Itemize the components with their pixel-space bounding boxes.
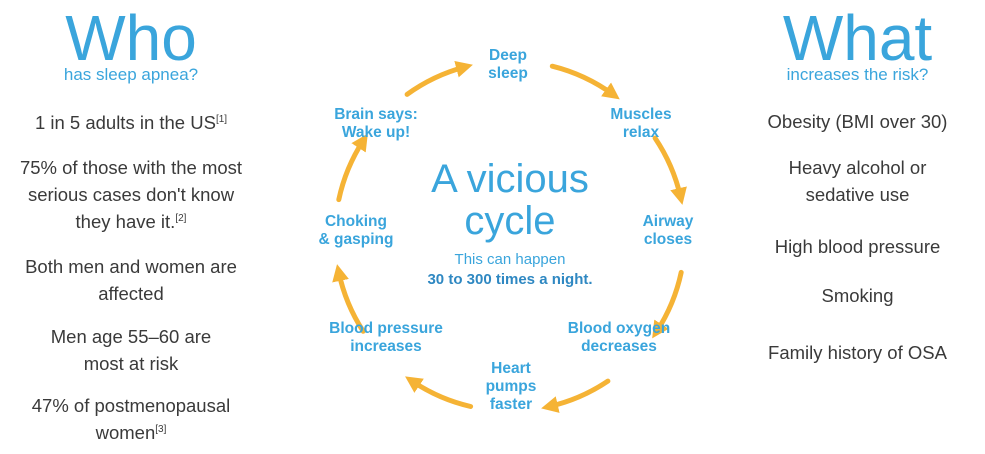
who-fact: Both men and women are affected [22, 253, 240, 307]
footnote-ref: [2] [175, 212, 187, 224]
step-airway-closes: Airway closes [642, 213, 694, 248]
risk-factor: Obesity (BMI over 30) [767, 111, 948, 132]
risk-factor: Smoking [821, 285, 894, 306]
cycle-note: This can happen [454, 251, 566, 268]
cycle-title: A vicious cycle [431, 157, 589, 243]
who-fact-text: 1 in 5 adults in the US [34, 112, 216, 133]
who-subtitle: has sleep apnea? [63, 65, 199, 84]
footnote-ref: [3] [155, 423, 167, 435]
cycle-arrow [336, 133, 368, 203]
cycle-arrows [332, 60, 687, 413]
step-blood-oxygen-decreases: Blood oxygen decreases [567, 320, 671, 355]
step-heart-pumps-faster: Heart pumps faster [485, 360, 537, 413]
risk-factor: Family history of OSA [768, 342, 947, 363]
cycle-arrow [541, 378, 611, 413]
vicious-cycle-diagram: Deep sleep Muscles relax Airway closes B… [290, 36, 730, 454]
cycle-frequency: 30 to 300 times a night. [427, 271, 593, 288]
who-fact: Men age 55–60 are most at risk [30, 323, 232, 377]
cycle-arrow [652, 135, 687, 205]
what-title: What [782, 2, 933, 74]
who-title: Who [65, 2, 197, 74]
who-fact: 47% of postmenopausal women[3] [14, 392, 248, 446]
cycle-arrow [332, 264, 366, 334]
who-fact: 75% of those with the most serious cases… [12, 154, 250, 235]
cycle-arrow [404, 60, 473, 97]
risk-factor: Heavy alcohol or sedative use [788, 157, 927, 205]
who-fact-text: Both men and women are affected [25, 256, 237, 304]
step-deep-sleep: Deep sleep [488, 47, 528, 82]
footnote-ref: [1] [215, 113, 228, 125]
cycle-arrow [405, 376, 474, 409]
step-choking-gasping: Choking & gasping [318, 213, 394, 248]
who-fact-text: 75% of those with the most serious cases… [19, 157, 243, 232]
who-fact-text: Men age 55–60 are most at risk [50, 326, 212, 374]
step-muscles-relax: Muscles relax [610, 106, 672, 141]
what-subtitle: increases the risk? [786, 65, 929, 84]
risk-factor: High blood pressure [774, 236, 941, 257]
who-fact: 1 in 5 adults in the US[1] [0, 109, 262, 136]
step-blood-pressure-increases: Blood pressure increases [329, 320, 443, 355]
cycle-arrow [549, 63, 620, 100]
step-brain-wake-up: Brain says: Wake up! [334, 106, 418, 141]
cycle-arrow [652, 269, 684, 339]
who-fact-text: 47% of postmenopausal women [31, 395, 231, 443]
